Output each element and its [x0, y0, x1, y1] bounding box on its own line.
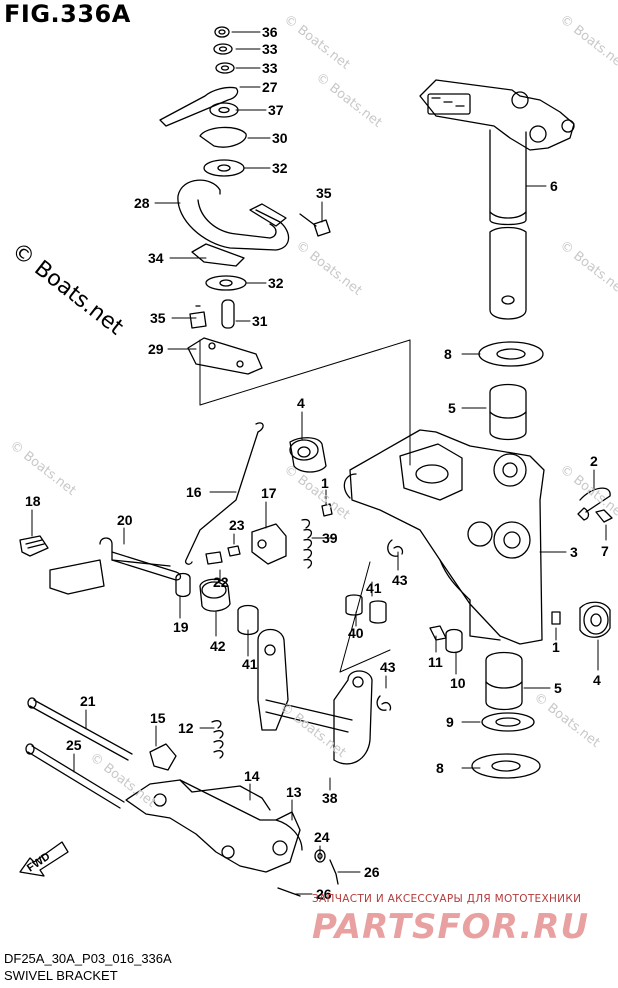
- callout-14: 14: [244, 768, 260, 784]
- callout-26: 26: [316, 886, 332, 902]
- callout-2: 2: [590, 453, 598, 469]
- rods: [25, 697, 133, 809]
- callout-32: 32: [268, 275, 284, 291]
- callout-33: 33: [262, 41, 278, 57]
- clips: [376, 487, 611, 711]
- callout-10: 10: [450, 675, 466, 691]
- callout-42: 42: [210, 638, 226, 654]
- callout-26: 26: [364, 864, 380, 880]
- callout-37: 37: [268, 102, 284, 118]
- callout-38: 38: [322, 790, 338, 806]
- callout-41: 41: [242, 656, 258, 672]
- diagram-name: SWIVEL BRACKET: [4, 968, 118, 983]
- stopper-brackets: [125, 743, 303, 873]
- diagram-code: DF25A_30A_P03_016_336A: [4, 951, 172, 966]
- bushings-4: [289, 437, 611, 638]
- leader-lines: [31, 31, 607, 895]
- callout-22: 22: [213, 574, 229, 590]
- callout-39: 39: [322, 530, 338, 546]
- callout-19: 19: [173, 619, 189, 635]
- callout-29: 29: [148, 341, 164, 357]
- callout-16: 16: [186, 484, 202, 500]
- callout-28: 28: [134, 195, 150, 211]
- small-fasteners: [321, 503, 613, 654]
- callout-27: 27: [262, 79, 278, 95]
- figure-title: FIG.336A: [4, 0, 131, 28]
- springs: [184, 422, 313, 759]
- callout-41: 41: [366, 580, 382, 596]
- callout-8: 8: [436, 760, 444, 776]
- callout-32: 32: [272, 160, 288, 176]
- swivel-pipe: [419, 79, 575, 320]
- callout-35: 35: [316, 185, 332, 201]
- callout-4: 4: [297, 395, 305, 411]
- callout-9: 9: [446, 714, 454, 730]
- callout-33: 33: [262, 60, 278, 76]
- callout-13: 13: [286, 784, 302, 800]
- callout-1: 1: [321, 475, 329, 491]
- callout-4: 4: [593, 672, 601, 688]
- callout-40: 40: [348, 625, 364, 641]
- callout-35: 35: [150, 310, 166, 326]
- bushes-19-41-42: [175, 572, 259, 636]
- tilt-lock-arm: [257, 628, 373, 765]
- steering-bracket-parts: [159, 26, 331, 375]
- callout-15: 15: [150, 710, 166, 726]
- callout-18: 18: [25, 493, 41, 509]
- pins-40-41: [345, 594, 387, 624]
- callout-21: 21: [80, 693, 96, 709]
- callout-3: 3: [570, 544, 578, 560]
- callout-23: 23: [229, 517, 245, 533]
- callout-11: 11: [428, 654, 443, 670]
- callout-1: 1: [552, 639, 560, 655]
- callout-24: 24: [314, 829, 330, 845]
- callout-6: 6: [550, 178, 558, 194]
- callout-36: 36: [262, 24, 278, 40]
- callout-5: 5: [448, 400, 456, 416]
- promo-logo: PARTSFOR.RU: [312, 907, 590, 947]
- fwd-arrow-icon: [19, 841, 69, 877]
- pins-24-26: [277, 849, 339, 897]
- callout-20: 20: [117, 512, 133, 528]
- bushings-washers: [471, 341, 544, 779]
- tilt-lock-lever: [19, 535, 182, 595]
- swivel-bracket-body: [343, 429, 545, 645]
- callout-25: 25: [66, 737, 82, 753]
- callout-34: 34: [148, 250, 164, 266]
- callout-30: 30: [272, 130, 288, 146]
- promo-text: ЗАПЧАСТИ И АКСЕССУАРЫ ДЛЯ МОТОТЕХНИКИ: [312, 893, 582, 905]
- callout-7: 7: [601, 543, 609, 559]
- callout-17: 17: [261, 485, 277, 501]
- callout-43: 43: [392, 572, 408, 588]
- callout-43: 43: [380, 659, 396, 675]
- fwd-label: FWD: [25, 851, 53, 875]
- callout-5: 5: [554, 680, 562, 696]
- callout-12: 12: [178, 720, 194, 736]
- callout-31: 31: [252, 313, 268, 329]
- callout-8: 8: [444, 346, 452, 362]
